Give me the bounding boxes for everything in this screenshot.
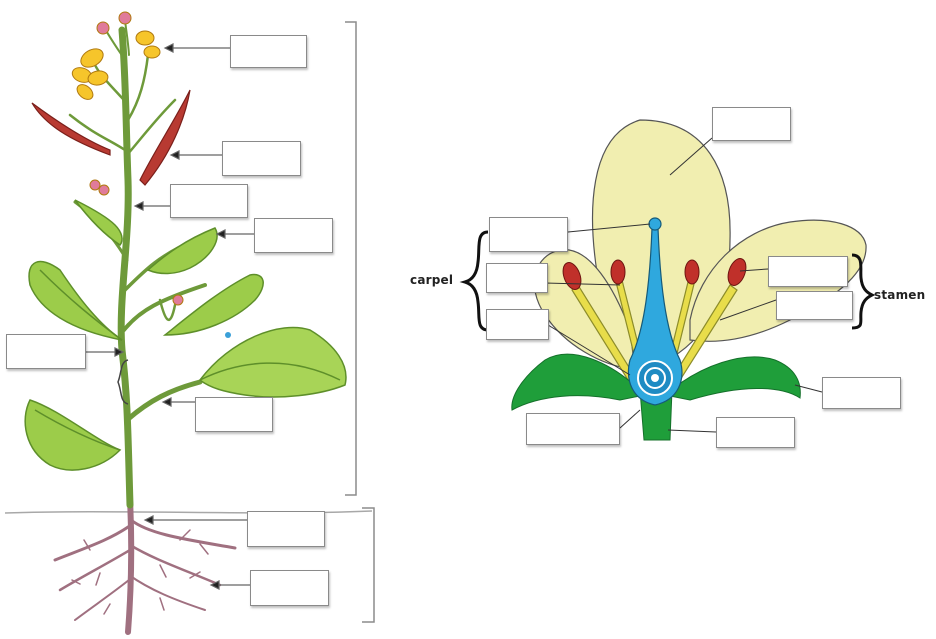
label-box-stigma[interactable] (489, 217, 568, 252)
label-box-filament[interactable] (776, 291, 853, 320)
label-box-anther[interactable] (768, 256, 848, 287)
label-box-style[interactable] (486, 263, 548, 293)
label-box-bud[interactable] (170, 184, 248, 218)
label-box-sepal[interactable] (822, 377, 901, 409)
shoot-system-bracket (345, 22, 356, 495)
leaf-upper-left (75, 200, 122, 245)
seed-pods (32, 90, 190, 185)
leaf-lower-left (25, 400, 120, 470)
label-box-leaf[interactable] (254, 218, 333, 253)
label-box-node[interactable] (6, 334, 86, 369)
leaf-right-large (200, 327, 346, 397)
root-system-bracket (362, 508, 374, 622)
label-box-ovary[interactable] (486, 309, 549, 340)
carpel-brace (465, 232, 488, 330)
label-box-stem[interactable] (195, 397, 273, 432)
label-box-receptacle[interactable] (526, 413, 620, 445)
label-box-flowers[interactable] (230, 35, 307, 68)
stigma (649, 218, 661, 230)
label-box-fruit-pod[interactable] (222, 141, 301, 176)
label-box-petal[interactable] (712, 107, 791, 141)
label-box-main-root[interactable] (247, 511, 325, 547)
stamen-caption: stamen (874, 288, 925, 302)
label-box-lateral-roots[interactable] (250, 570, 329, 606)
leaf-upper-right (148, 228, 217, 274)
carpel-caption: carpel (410, 273, 453, 287)
ovary (638, 361, 672, 395)
label-box-flower-stalk[interactable] (716, 417, 795, 448)
